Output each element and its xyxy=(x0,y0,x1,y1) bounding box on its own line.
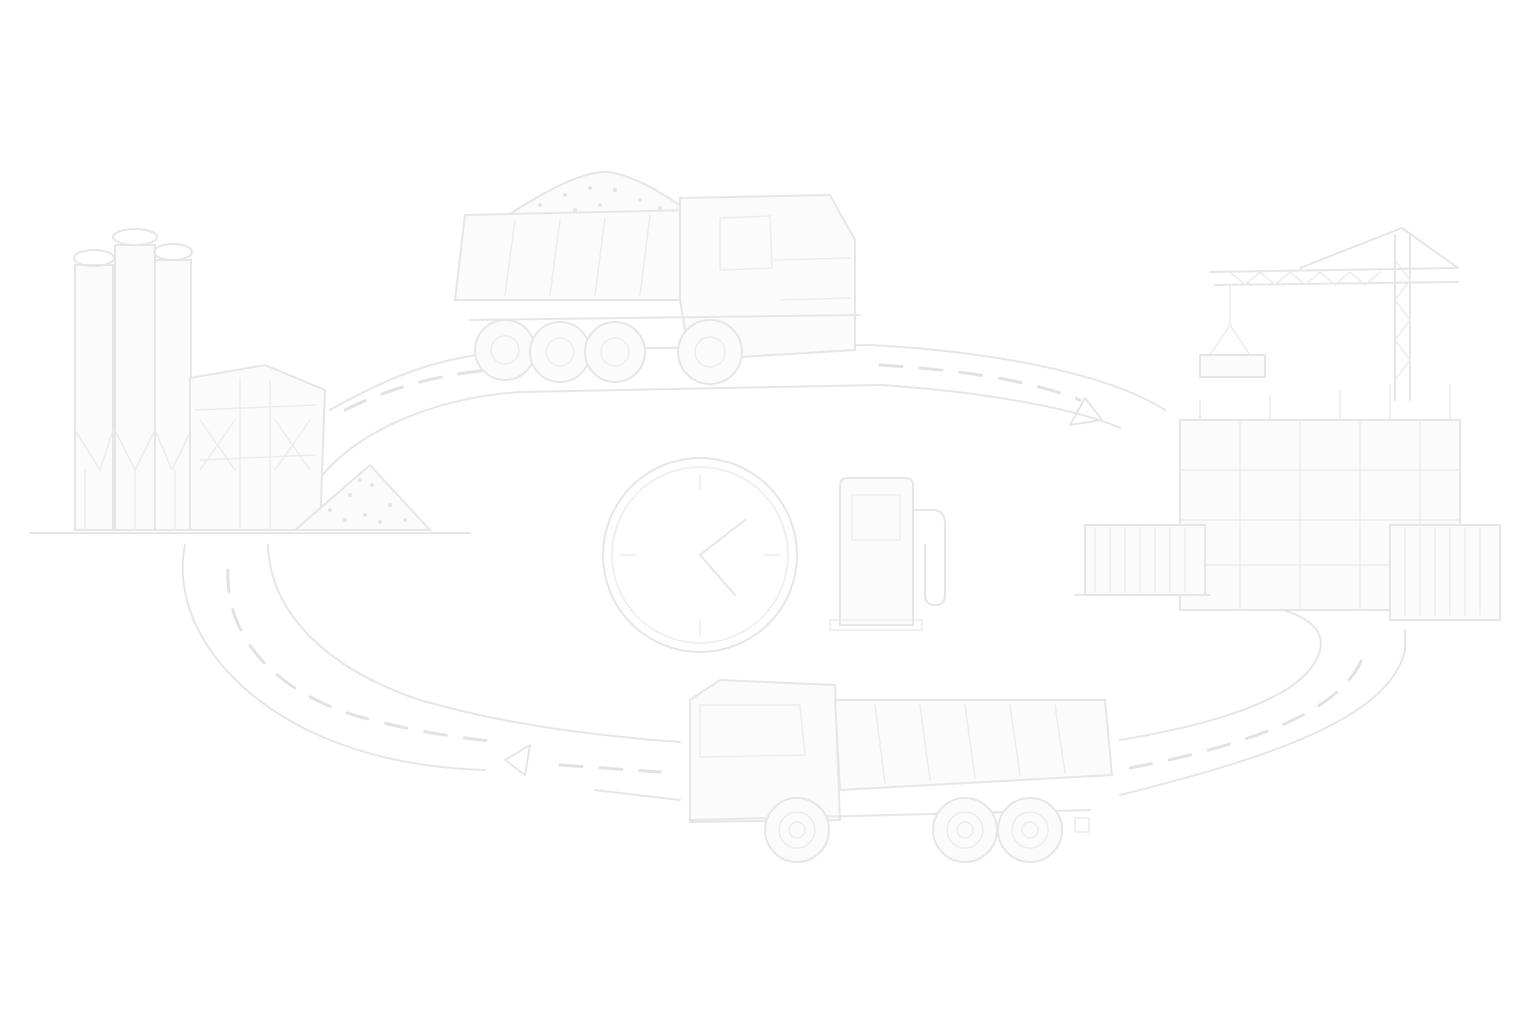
clock-icon xyxy=(602,457,798,653)
construction-site-icon xyxy=(1074,227,1501,621)
fuel-pump-icon xyxy=(829,477,946,631)
concrete-plant-icon xyxy=(29,228,471,534)
road-loop xyxy=(181,344,1406,801)
empty-dump-truck-icon xyxy=(689,678,1114,863)
loaded-dump-truck-icon xyxy=(453,170,861,385)
